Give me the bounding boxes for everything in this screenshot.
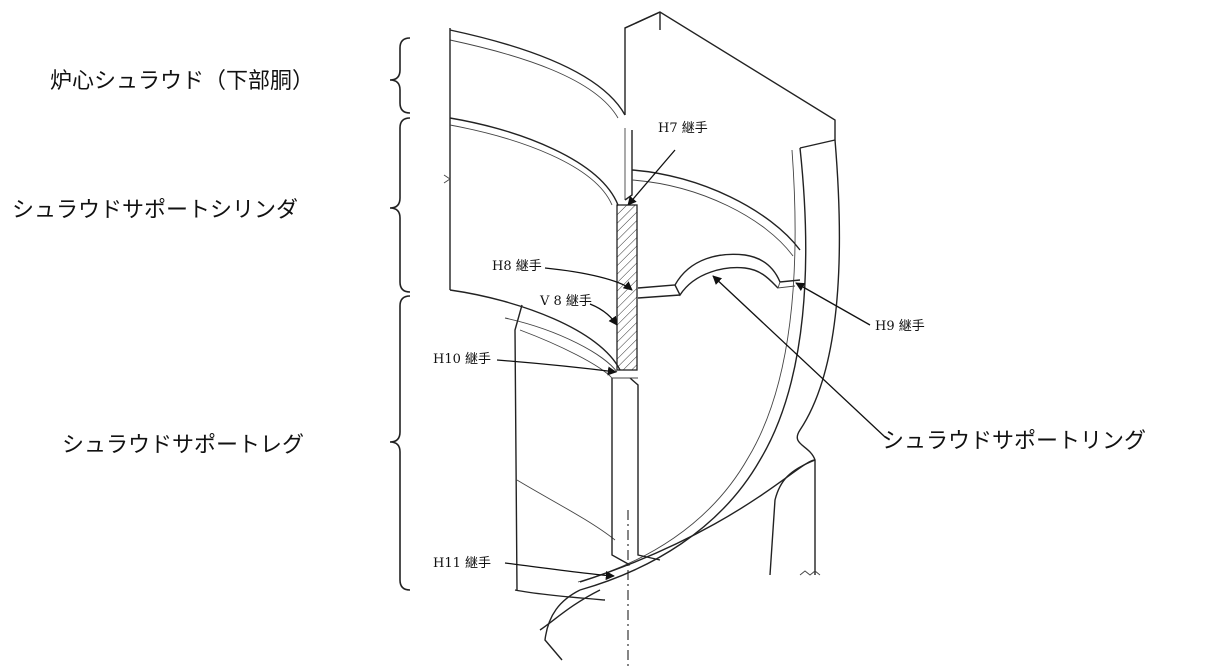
- label-joint-h9: H9 継手: [875, 319, 925, 334]
- bracket-support-leg: [389, 295, 411, 591]
- label-joint-v8: V 8 継手: [539, 294, 592, 309]
- bracket-lower-shell: [389, 37, 411, 114]
- label-joint-h8: H8 継手: [492, 259, 542, 274]
- label-joint-h10: H10 継手: [433, 352, 491, 367]
- label-support-leg: シュラウドサポートレグ: [62, 433, 304, 458]
- shroud-support-ring: [631, 169, 801, 299]
- leader-lines: [496, 149, 886, 581]
- label-support-ring: シュラウドサポートリング: [882, 429, 1146, 454]
- label-lower-shell: 炉心シュラウド（下部胴）: [50, 69, 314, 94]
- shroud-outer-wall: [443, 11, 841, 661]
- support-leg-body: [514, 304, 661, 601]
- bracket-support-cylinder: [389, 117, 411, 293]
- support-cylinder-section: [449, 204, 638, 373]
- label-support-cylinder: シュラウドサポートシリンダ: [12, 198, 298, 223]
- label-joint-h11: H11 継手: [433, 556, 491, 571]
- label-joint-h7: H7 継手: [658, 121, 708, 136]
